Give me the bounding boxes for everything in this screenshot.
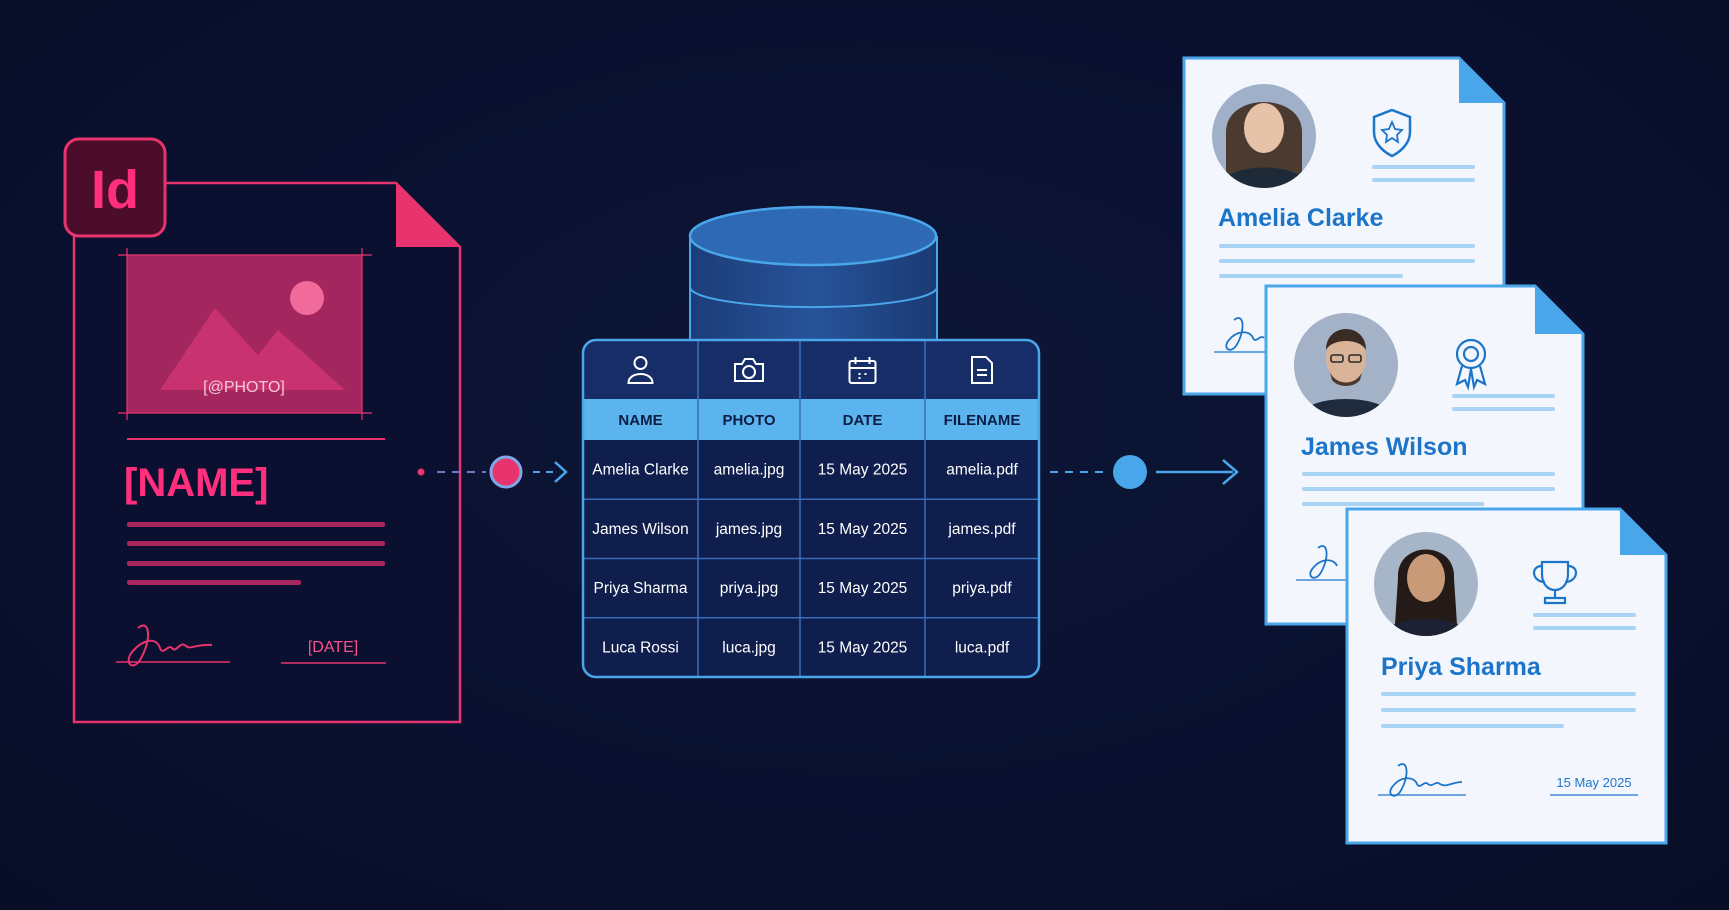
table-cell: Amelia Clarke <box>592 462 688 479</box>
mountain-image-icon <box>160 308 345 390</box>
table-cell: luca.jpg <box>722 639 775 656</box>
table-cell: james.pdf <box>947 521 1016 538</box>
certificate-name: James Wilson <box>1301 433 1468 461</box>
connector-template-to-data <box>417 455 568 489</box>
table-cell: priya.pdf <box>952 580 1012 597</box>
table-cell: Priya Sharma <box>594 580 688 597</box>
column-header: DATE <box>843 412 883 429</box>
calendar-icon <box>848 357 877 384</box>
certificate-name: Amelia Clarke <box>1218 204 1383 232</box>
trophy-icon <box>1533 560 1577 605</box>
indesign-badge-label: Id <box>91 160 139 220</box>
photo-placeholder-frame: [@PHOTO] <box>118 248 372 420</box>
body-text-lines <box>127 522 385 585</box>
avatar <box>1212 84 1316 188</box>
flow-node-blue <box>1113 455 1147 489</box>
output-certificate: Priya Sharma 15 May 2025 <box>1345 507 1668 845</box>
photo-placeholder-label: [@PHOTO] <box>203 379 285 396</box>
name-placeholder: [NAME] <box>124 461 268 505</box>
table-cell: amelia.jpg <box>714 462 785 479</box>
connector-data-to-outputs <box>1050 455 1239 489</box>
arrow-head-icon <box>554 461 568 483</box>
table-cell: amelia.pdf <box>946 462 1018 479</box>
data-table: NAME PHOTO DATE FILENAME Amelia Clarke ameli… <box>581 338 1041 679</box>
table-cell: 15 May 2025 <box>818 580 908 597</box>
table-cell: james.jpg <box>715 521 782 538</box>
table-cell: luca.pdf <box>955 639 1010 656</box>
ribbon-award-icon <box>1455 338 1487 391</box>
avatar <box>1374 532 1478 636</box>
table-cell: 15 May 2025 <box>818 521 908 538</box>
file-icon <box>971 356 993 384</box>
indesign-app-badge: Id <box>63 137 167 238</box>
column-header: NAME <box>618 412 662 429</box>
sun-image-icon <box>290 281 324 315</box>
signature-mark <box>1296 545 1346 581</box>
signature-mark <box>1378 763 1466 797</box>
template-document: Id [@PHOTO] [NAME] <box>63 137 462 724</box>
template-page-fold <box>396 183 460 247</box>
table-header-row <box>583 399 1039 440</box>
table-cell: Luca Rossi <box>602 639 679 656</box>
certificate-name: Priya Sharma <box>1381 653 1542 681</box>
table-cell: priya.jpg <box>720 580 779 597</box>
certificate-date: 15 May 2025 <box>1556 775 1631 790</box>
database-icon <box>688 205 938 341</box>
user-icon <box>627 356 654 384</box>
column-icons <box>627 356 993 384</box>
arrow-head-icon <box>1222 459 1239 485</box>
signature-mark <box>1214 317 1270 353</box>
shield-star-icon <box>1372 108 1412 158</box>
camera-icon <box>734 358 764 382</box>
signature-mark <box>116 624 230 667</box>
column-header: FILENAME <box>944 412 1021 429</box>
table-cell: James Wilson <box>592 521 688 538</box>
table-cell: 15 May 2025 <box>818 462 908 479</box>
table-cell: 15 May 2025 <box>818 639 908 656</box>
column-header: PHOTO <box>722 412 775 429</box>
flow-node-pink <box>489 455 523 489</box>
crop-marks <box>118 248 372 420</box>
table-grid <box>583 340 1039 677</box>
date-placeholder: [DATE] <box>308 639 358 656</box>
